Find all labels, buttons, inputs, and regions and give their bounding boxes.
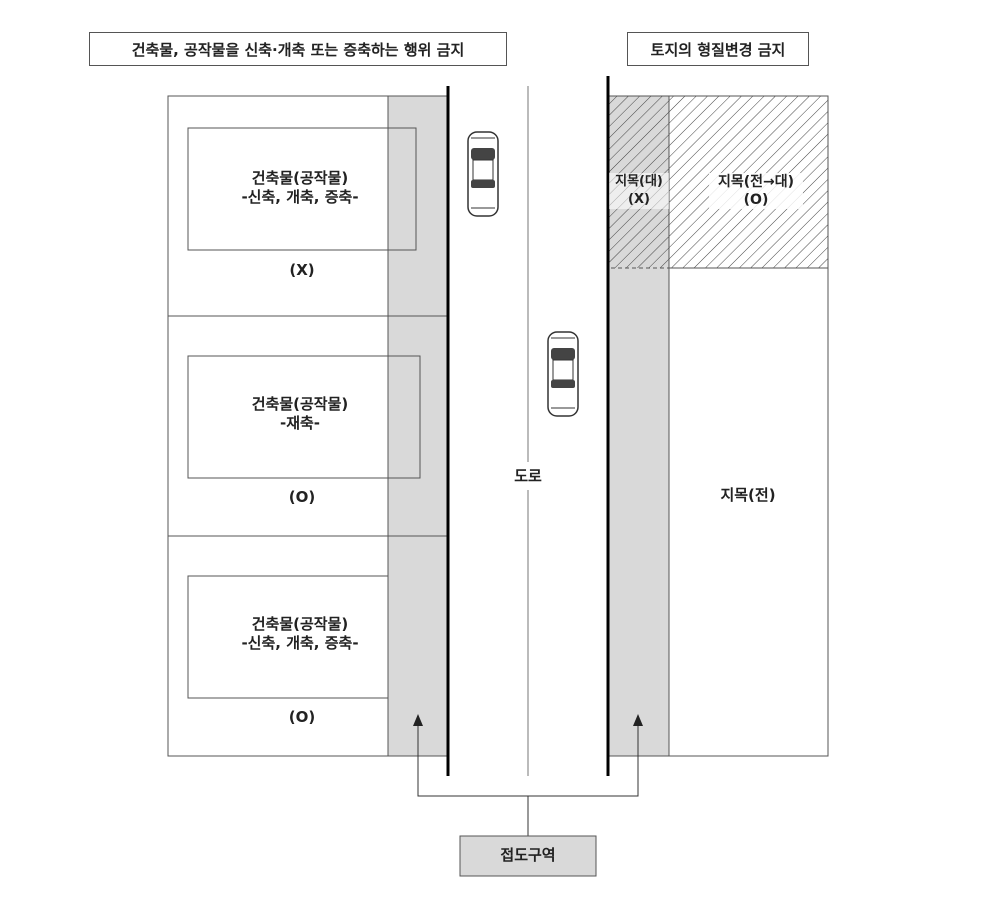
lot-1-label: 건축물(공작물) -신축, 개축, 증축- [200,169,400,207]
lot-3-label: 건축물(공작물) -신축, 개축, 증축- [200,615,400,653]
building-box-2 [187,355,421,479]
arrow-up-left-icon [413,714,423,726]
lot-2-line2: -재축- [279,414,321,432]
lot-1-verdict: (X) [289,261,315,279]
left-header-box: 건축물, 공작물을 신축·개축 또는 증축하는 행위 금지 [89,32,507,66]
strip-parcel-label: 지목(대) (X) [609,173,669,209]
right-header-text: 토지의 형질변경 금지 [650,40,786,59]
strip-parcel-line2: (X) [628,192,650,207]
building-box-1 [187,127,417,251]
lot-3-verdict: (O) [288,708,316,726]
lot-1-line2: -신축, 개축, 증축- [241,188,359,206]
changed-parcel-line1: 지목(전→대) [717,174,795,190]
lot-2-line1: 건축물(공작물) [251,395,349,413]
building-box-3 [187,575,389,699]
access-zone-label-box [459,835,597,877]
arrow-up-right-icon [633,714,643,726]
lot-2-label: 건축물(공작물) -재축- [200,395,400,433]
car-2 [547,331,579,417]
left-header-text: 건축물, 공작물을 신축·개축 또는 증축하는 행위 금지 [131,40,465,59]
car-1 [467,131,499,217]
field-parcel-label: 지목(전) [720,486,776,504]
lot-3-line1: 건축물(공작물) [251,615,349,633]
road-label: 도로 [514,467,542,485]
strip-parcel-line1: 지목(대) [615,174,663,189]
road-label-bg [508,462,548,490]
left-access-zone [387,95,449,757]
changed-parcel-line2: (O) [743,192,769,208]
right-header-box: 토지의 형질변경 금지 [627,32,809,66]
changed-parcel-label: 지목(전→대) (O) [709,173,803,209]
access-zone-label: 접도구역 [500,846,556,864]
lot-2-verdict: (O) [288,488,316,506]
lot-3-line2: -신축, 개축, 증축- [241,634,359,652]
lot-1-line1: 건축물(공작물) [251,169,349,187]
